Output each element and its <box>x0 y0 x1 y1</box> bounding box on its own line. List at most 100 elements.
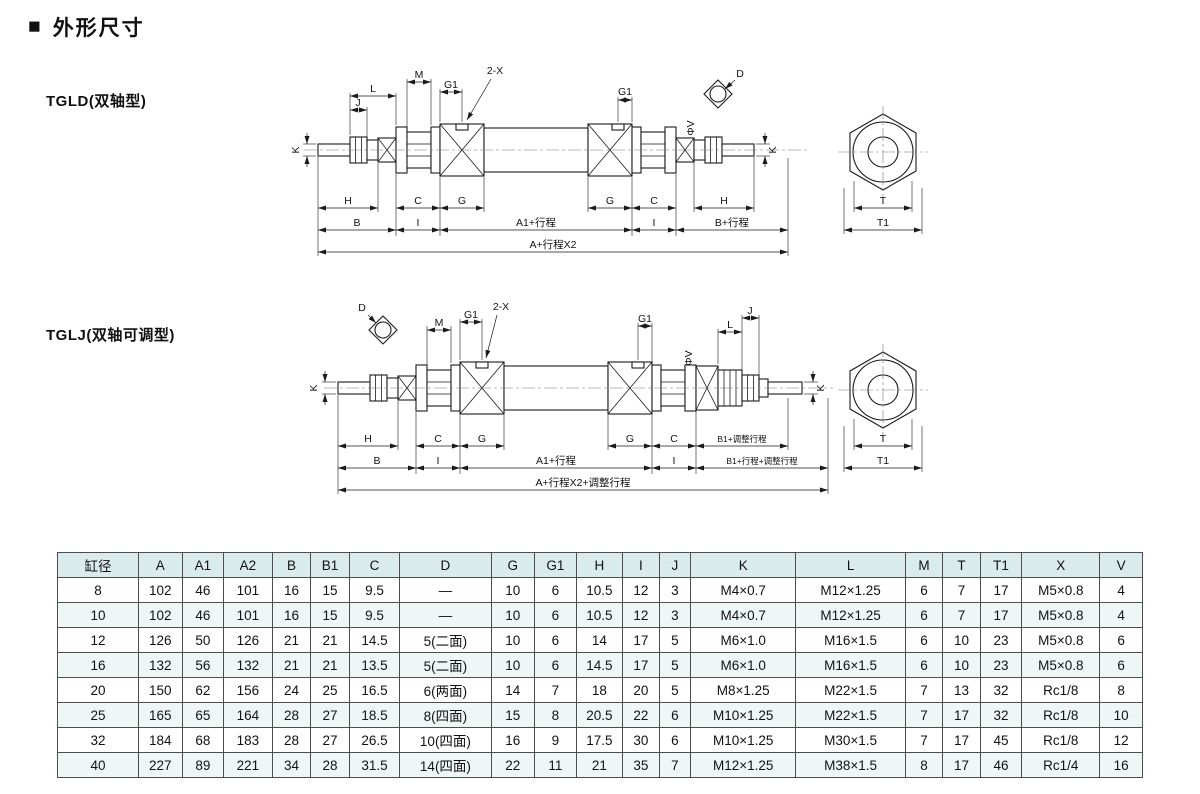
table-cell: — <box>399 602 492 628</box>
table-cell: 32 <box>979 677 1023 703</box>
table-cell: 6 <box>534 652 577 678</box>
table-cell: 6 <box>904 652 944 678</box>
table-cell: 6 <box>534 627 577 653</box>
table-cell: 6 <box>534 577 577 603</box>
table-cell: 17 <box>942 702 981 728</box>
table-cell: 7 <box>904 702 944 728</box>
table-cell: 14 <box>490 677 536 703</box>
dim-label-k-left: K <box>290 146 302 153</box>
table-cell: 23 <box>979 627 1023 653</box>
table-cell: 7 <box>904 727 944 753</box>
table-cell: 46 <box>979 752 1023 778</box>
table-cell: 126 <box>223 627 273 653</box>
table-cell: M5×0.8 <box>1021 602 1101 628</box>
table-cell: 10.5 <box>575 602 624 628</box>
table-cell: 16 <box>271 602 312 628</box>
table-cell: 21 <box>271 652 312 678</box>
table-cell: 31.5 <box>348 752 401 778</box>
table-cell: 6 <box>904 627 944 653</box>
table-cell: 9.5 <box>348 602 401 628</box>
table-cell: M4×0.7 <box>690 602 797 628</box>
centerlines <box>324 344 928 436</box>
dim-label-g1-right: G1 <box>618 86 632 98</box>
table-cell: 15 <box>310 602 350 628</box>
table-cell: 56 <box>181 652 225 678</box>
table-cell: 21 <box>575 752 624 778</box>
table-cell: 20 <box>56 677 140 703</box>
dim-label-b1-stroke-adj: B1+行程+调整行程 <box>726 456 798 466</box>
table-cell: 32 <box>56 727 140 753</box>
table-cell: 6(两面) <box>399 677 492 703</box>
dim-label-g1-right: G1 <box>638 313 652 325</box>
column-header: G <box>490 552 536 578</box>
table-cell: 62 <box>181 677 225 703</box>
table-cell: 13.5 <box>348 652 401 678</box>
table-cell: 102 <box>138 577 183 603</box>
table-cell: 28 <box>271 702 312 728</box>
table-cell: 8 <box>1099 677 1143 703</box>
table-cell: M5×0.8 <box>1021 577 1101 603</box>
table-cell: 21 <box>310 652 350 678</box>
dim-label-b-left: B <box>353 217 360 229</box>
column-header: K <box>690 552 797 578</box>
dim-label-i-left: I <box>417 217 420 229</box>
table-cell: 5 <box>658 652 692 678</box>
rod-flat-section-detail <box>703 79 733 109</box>
table-cell: 12 <box>622 577 660 603</box>
dim-label-d: D <box>358 302 366 314</box>
tglj-drawing: D M G1 2-X G1 L J ΦV K K H C G G C B1+调整… <box>308 301 928 494</box>
table-cell: 5 <box>658 677 692 703</box>
table-cell: 28 <box>271 727 312 753</box>
table-cell: 12 <box>1099 727 1143 753</box>
column-header: A2 <box>223 552 273 578</box>
table-cell: 17 <box>979 577 1023 603</box>
table-cell: 132 <box>138 652 183 678</box>
dim-label-t: T <box>880 195 887 207</box>
extension-lines <box>303 79 923 256</box>
table-cell: 7 <box>942 577 981 603</box>
dim-label-a1-stroke: A1+行程 <box>536 454 576 467</box>
table-cell: 150 <box>138 677 183 703</box>
dim-label-h-left: H <box>364 433 372 445</box>
column-header: 缸径 <box>56 552 140 578</box>
table-cell: 14 <box>575 627 624 653</box>
table-cell: 68 <box>181 727 225 753</box>
dim-label-g1-left: G1 <box>444 79 458 91</box>
table-cell: Rc1/8 <box>1021 677 1101 703</box>
table-cell: 156 <box>223 677 273 703</box>
dim-label-h-right: H <box>720 195 728 207</box>
table-cell: 102 <box>138 602 183 628</box>
table-cell: M16×1.5 <box>795 652 906 678</box>
table-cell: M10×1.25 <box>690 702 797 728</box>
table-cell: 12 <box>56 627 140 653</box>
table-cell: M38×1.5 <box>795 752 906 778</box>
table-cell: 20.5 <box>575 702 624 728</box>
section-title-text: 外形尺寸 <box>52 17 145 40</box>
table-cell: M22×1.5 <box>795 677 906 703</box>
table-cell: 6 <box>534 602 577 628</box>
table-cell: 23 <box>979 652 1023 678</box>
table-cell: M22×1.5 <box>795 702 906 728</box>
table-cell: 10(四面) <box>399 727 492 753</box>
table-cell: 8 <box>904 752 944 778</box>
centerlines <box>304 106 928 198</box>
dim-label-k-right: K <box>815 384 827 391</box>
table-cell: 126 <box>138 627 183 653</box>
table-cell: 5(二面) <box>399 627 492 653</box>
table-cell: 227 <box>138 752 183 778</box>
table-cell: 28 <box>310 752 350 778</box>
table-cell: 17 <box>942 752 981 778</box>
table-cell: 221 <box>223 752 273 778</box>
column-header: L <box>795 552 906 578</box>
table-cell: 165 <box>138 702 183 728</box>
dim-label-2x: 2-X <box>493 301 509 313</box>
table-cell: M5×0.8 <box>1021 627 1101 653</box>
table-cell: 15 <box>310 577 350 603</box>
table-cell: 50 <box>181 627 225 653</box>
column-header: M <box>904 552 944 578</box>
dim-label-c-left: C <box>414 195 422 207</box>
